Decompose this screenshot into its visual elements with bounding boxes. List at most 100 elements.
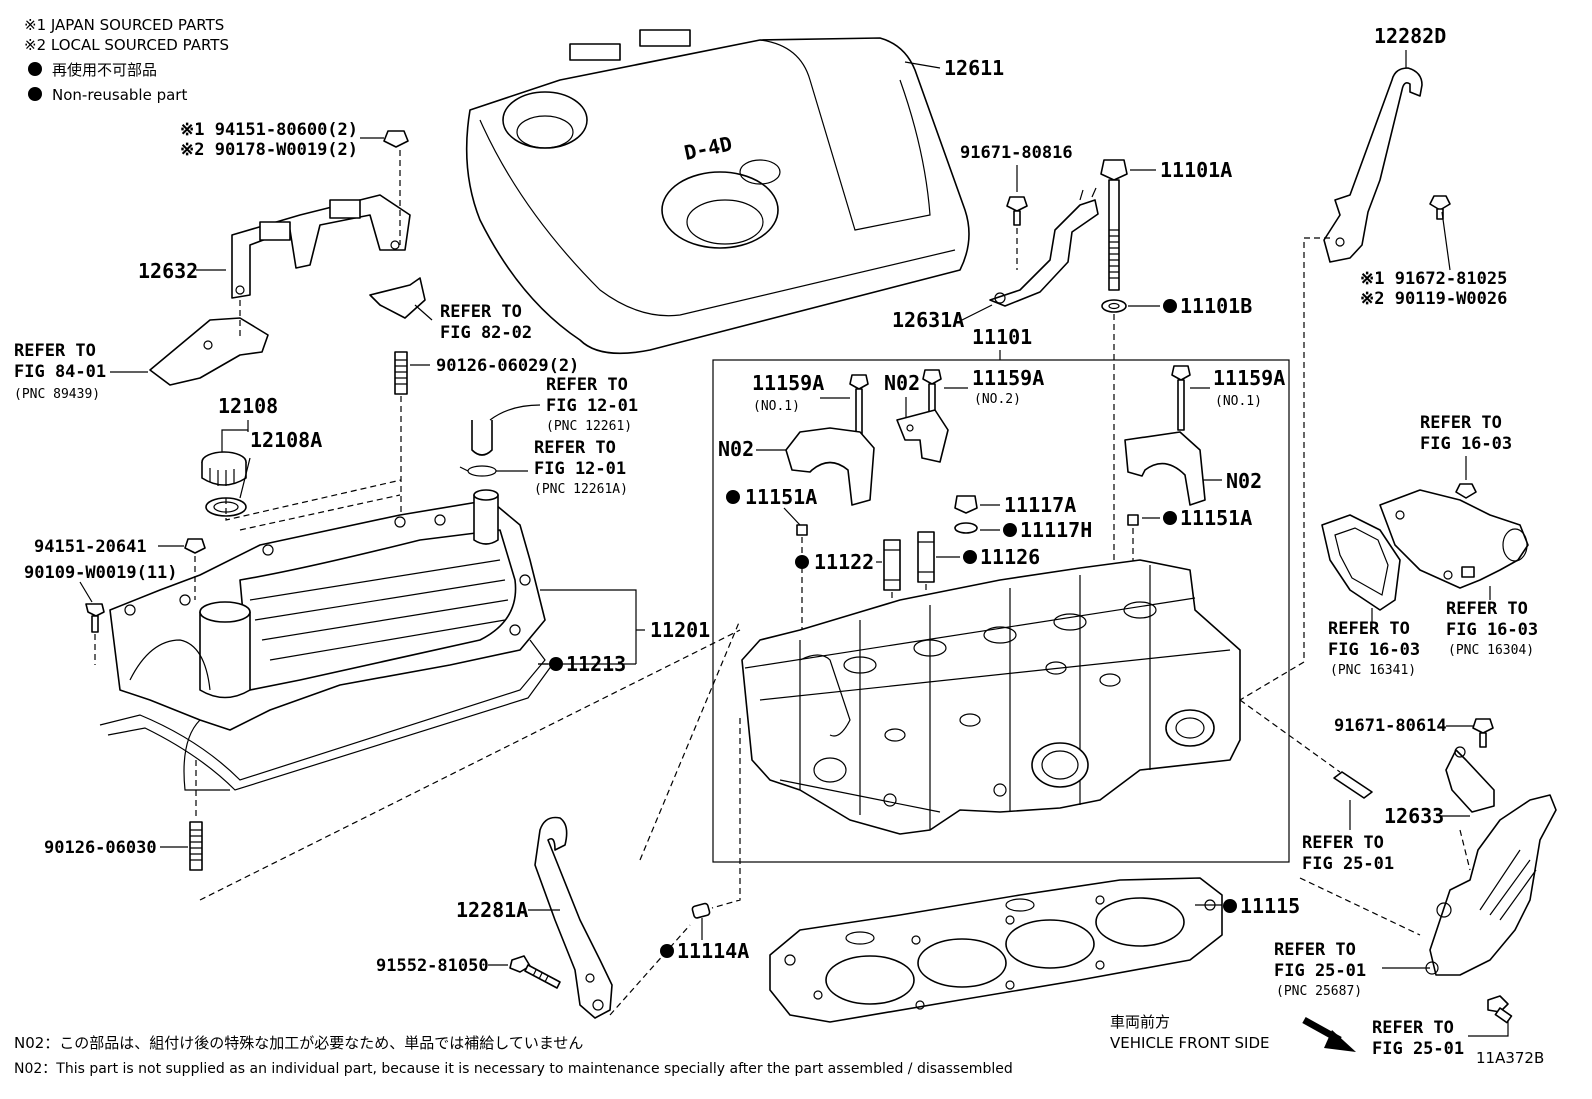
refer-12-01b-line1: REFER TO — [534, 438, 616, 458]
label-n02-c: N02 — [1226, 469, 1262, 493]
refer-12-01b-line2: FIG 12-01 — [534, 459, 626, 479]
refer-82-02-line1: REFER TO — [440, 302, 522, 322]
refer-84-01-line3: (PNC 89439) — [14, 387, 100, 402]
refer-25-01a-line1: REFER TO — [1302, 833, 1384, 853]
refer-16-03c-line2: FIG 16-03 — [1446, 620, 1538, 640]
label-91552-81050: 91552-81050 — [376, 956, 489, 976]
bracket-12632-part — [231, 194, 411, 299]
cap-bolt-no1-right-part — [1171, 365, 1191, 431]
label-11159a-no1-left-sub: (NO.1) — [753, 399, 800, 414]
label-90119-w0026: ※2 90119-W0026 — [1360, 289, 1507, 309]
bolt-16-03-part — [1455, 483, 1477, 499]
refer-12-01a-line3: (PNC 12261) — [546, 419, 632, 434]
label-11101: 11101 — [972, 325, 1032, 349]
label-n02-b: N02 — [718, 437, 754, 461]
label-91671-80816: 91671-80816 — [960, 143, 1073, 163]
hook-12281a-part — [534, 816, 613, 1019]
label-91672-81025: ※1 91672-81025 — [1360, 269, 1507, 289]
bolt-91672-81025-part — [1429, 195, 1451, 220]
label-11122: 11122 — [814, 550, 874, 574]
direction-en: VEHICLE FRONT SIDE — [1110, 1034, 1270, 1052]
note-jp: N02：この部品は、組付け後の特殊な加工が必要なため、単品では補給していません — [14, 1034, 583, 1052]
stud-25-01-part — [1333, 771, 1373, 799]
refer-82-02-line2: FIG 82-02 — [440, 323, 532, 343]
label-94151-80600: ※1 94151-80600(2) — [180, 120, 358, 140]
cap-bolt-no1-left-part — [849, 374, 869, 440]
label-12281a: 12281A — [456, 898, 528, 922]
nonreusable-dot-icon — [1223, 899, 1237, 913]
bracket-12631a-part — [989, 187, 1099, 307]
head-cover-gasket-part — [99, 639, 553, 791]
note-en: N02：This part is not supplied as an indi… — [14, 1061, 1013, 1077]
dowel-11114a-part — [691, 902, 711, 919]
toyota-logo-icon — [739, 159, 781, 185]
oil-filler-cap-part — [201, 451, 247, 486]
label-12632: 12632 — [138, 259, 198, 283]
refer-25-01b-line1: REFER TO — [1274, 940, 1356, 960]
nonreusable-dot-icon — [726, 490, 740, 504]
nonreusable-dot-icon — [1163, 299, 1177, 313]
bolt-91671-80614-part — [1472, 718, 1494, 748]
label-11201: 11201 — [650, 618, 710, 642]
legend-nonreusable-en: Non-reusable part — [52, 86, 187, 104]
label-90126-06029: 90126-06029(2) — [436, 356, 579, 376]
refer-16-03c-line1: REFER TO — [1446, 599, 1528, 619]
bearing-cap-n02-b-part — [785, 427, 875, 506]
hook-12282d-part — [1323, 67, 1423, 263]
label-11151a-left: 11151A — [745, 485, 817, 509]
label-91671-80614: 91671-80614 — [1334, 716, 1447, 736]
nonreusable-dot-icon — [963, 550, 977, 564]
plug-11117a-part — [954, 495, 978, 514]
label-90126-06030: 90126-06030 — [44, 838, 157, 858]
legend-local: ※2 LOCAL SOURCED PARTS — [24, 36, 229, 54]
refer-16-03b-line1: REFER TO — [1328, 619, 1410, 639]
refer-16-03a-line1: REFER TO — [1420, 413, 1502, 433]
refer-12-01a-line2: FIG 12-01 — [546, 396, 638, 416]
label-11159a-no1-right-sub: (NO.1) — [1215, 394, 1262, 409]
refer-25-01c-line1: REFER TO — [1372, 1018, 1454, 1038]
head-bolt-11101a-part — [1100, 159, 1128, 291]
nonreusable-dot-icon — [28, 87, 42, 101]
bracket-84-01-part — [149, 317, 269, 386]
bolt-91671-80816-part — [1006, 196, 1028, 226]
bearing-cap-n02-c-part — [1124, 431, 1206, 506]
legend: ※1 JAPAN SOURCED PARTS ※2 LOCAL SOURCED … — [24, 16, 229, 104]
label-11151a-right: 11151A — [1180, 506, 1252, 530]
valve-guide-11126-part — [917, 531, 935, 583]
label-90109-w0019: 90109-W0019(11) — [24, 563, 178, 583]
label-11159a-no2-sub: (NO.2) — [974, 392, 1021, 407]
cylinder-head-subassy-box — [712, 359, 1290, 863]
label-11159a-no1-left: 11159A — [752, 371, 824, 395]
label-12108: 12108 — [218, 394, 278, 418]
refer-84-01-line2: FIG 84-01 — [14, 362, 106, 382]
refer-16-03c-line3: (PNC 16304) — [1448, 643, 1534, 658]
label-11117h: 11117H — [1020, 518, 1092, 542]
legend-nonreusable-jp: 再使用不可部品 — [52, 61, 157, 79]
bearing-cap-n02-a-part — [896, 409, 949, 463]
label-90178-w0019: ※2 90178-W0019(2) — [180, 140, 358, 160]
cylinder-head-cover-part — [109, 489, 546, 731]
engine-cover-part: D-4D — [465, 29, 970, 355]
refer-25-01c-line2: FIG 25-01 — [1372, 1039, 1464, 1059]
label-11126: 11126 — [980, 545, 1040, 569]
label-11114a: 11114A — [677, 939, 749, 963]
nonreusable-dot-icon — [795, 555, 809, 569]
label-11101a: 11101A — [1160, 158, 1232, 182]
engine-hanger-part — [1425, 794, 1557, 976]
seal-11151a-right-part — [1127, 514, 1139, 526]
stud-90126-06030-part — [189, 821, 203, 871]
legend-japan: ※1 JAPAN SOURCED PARTS — [24, 16, 224, 34]
water-outlet-gasket-part — [1321, 514, 1401, 611]
nonreusable-dot-icon — [1003, 523, 1017, 537]
label-11117a: 11117A — [1004, 493, 1076, 517]
refer-84-01-line1: REFER TO — [14, 341, 96, 361]
small-bracket-part — [369, 277, 426, 319]
valve-guide-11122-part — [883, 539, 901, 591]
refer-25-01a-line2: FIG 25-01 — [1302, 854, 1394, 874]
label-12282d: 12282D — [1374, 24, 1446, 48]
water-outlet-part — [1379, 489, 1529, 589]
bolt-90109-w0019-part — [85, 603, 105, 633]
label-n02-a: N02 — [884, 371, 920, 395]
refer-16-03b-line3: (PNC 16341) — [1330, 663, 1416, 678]
